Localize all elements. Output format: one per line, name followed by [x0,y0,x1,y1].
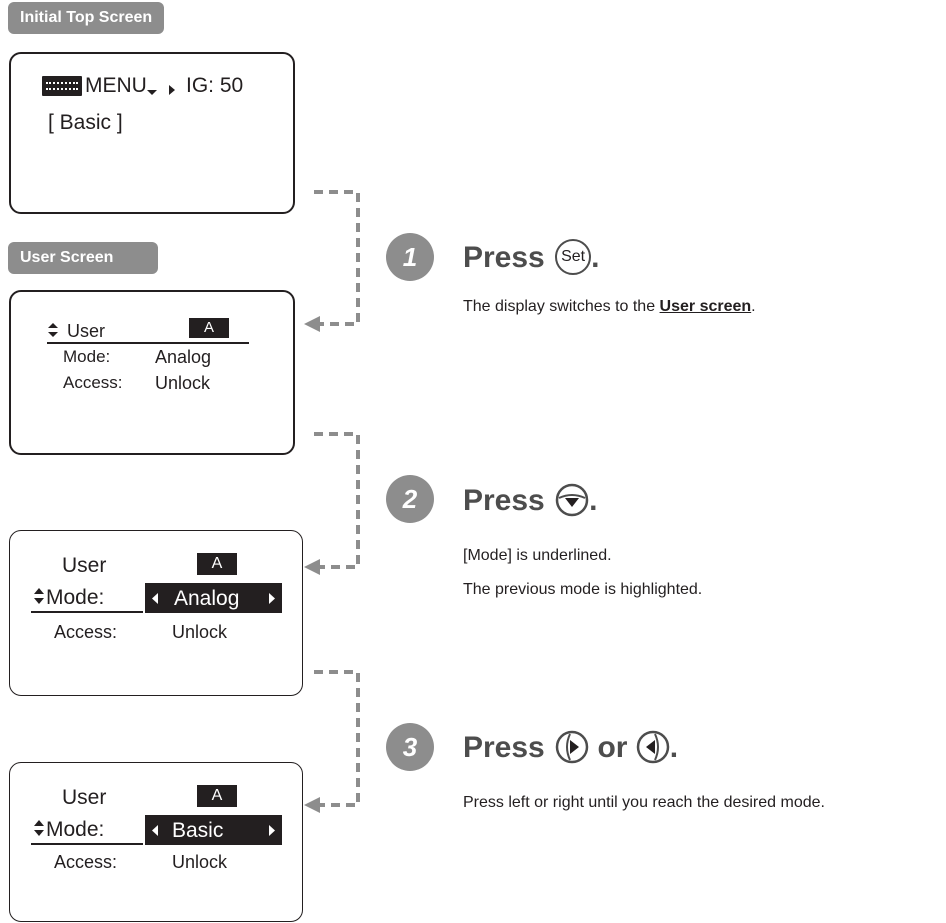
mode-label: Mode: [46,586,105,609]
access-value: Unlock [172,852,228,872]
connector-2 [304,432,360,575]
left-arrow-icon [152,825,158,836]
press-label: Press [463,241,545,274]
mode-value: Analog [155,347,212,367]
mode-value: Basic [172,819,224,842]
mode-value-highlight: Basic [145,815,282,845]
menu-icon [42,76,82,96]
lcd-user-screen: User A Mode: Analog Access: Unlock [9,290,295,455]
left-button-icon [636,730,670,764]
right-arrow-icon [269,825,275,836]
updown-icon [34,820,44,836]
person-icon: A [197,785,237,807]
step-badge-1: 1 [386,233,434,281]
step-3-heading: Press or . [463,730,679,764]
updown-icon [34,588,44,604]
connector-1 [304,190,360,332]
user-title: User [67,321,106,341]
left-arrow-icon [152,593,158,604]
ig-value: IG: 50 [186,74,244,97]
person-icon: A [197,553,237,575]
access-value: Unlock [155,373,211,393]
menu-arrows-icon [147,85,175,95]
updown-icon [48,323,58,337]
mode-value-highlight: Analog [145,583,282,613]
step-2-line-2: The previous mode is highlighted. [463,581,703,598]
right-arrow-icon [269,593,275,604]
step-badge-3: 3 [386,723,434,771]
menu-label: MENU [85,74,147,97]
step-2-heading: Press . [463,483,598,517]
user-title: User [62,786,107,809]
lcd-step3: User A Mode: Basic Access: Unlock [9,762,303,922]
initial-top-screen-label: Initial Top Screen [8,2,165,34]
connector-3 [304,670,360,813]
step-1-heading: Press Set . [463,239,600,276]
lcd-step2: User A Mode: Analog Access: Unlock [9,530,303,696]
press-label: Press [463,484,545,517]
mode-label: Mode: [63,347,111,366]
right-button-icon [555,730,589,764]
mode-value: Analog [174,587,240,610]
user-screen-link[interactable]: User screen [659,298,752,315]
access-label: Access: [63,373,123,392]
step-1-description: The display switches to the User screen. [463,298,756,315]
or-label: or [597,731,628,764]
mode-label: Mode: [46,818,105,841]
step-badge-2: 2 [386,475,434,523]
lcd-initial-top: MENU IG: 50 [ Basic ] [9,52,295,214]
person-icon: A [189,318,229,338]
user-screen-label: User Screen [8,242,158,274]
set-button-icon: Set [555,239,592,276]
access-label: Access: [54,852,118,872]
access-value: Unlock [172,622,228,642]
down-button-icon [555,483,589,517]
step-2-line-1: [Mode] is underlined. [463,547,612,564]
access-label: Access: [54,622,118,642]
mode-underline [31,843,143,845]
title-underline [47,342,249,344]
press-label: Press [463,731,545,764]
mode-line: [ Basic ] [48,111,123,134]
user-title: User [62,554,107,577]
step-3-line-1: Press left or right until you reach the … [463,794,825,811]
mode-underline [31,611,143,613]
